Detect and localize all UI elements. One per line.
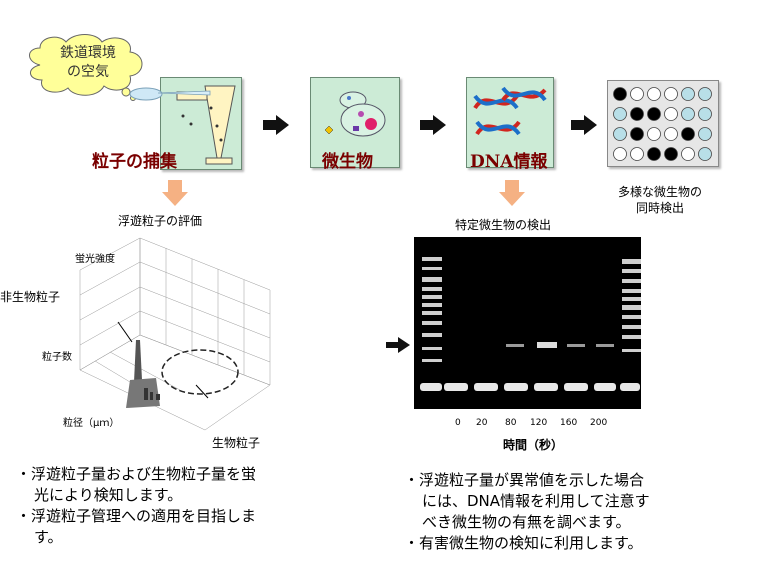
right-panel-title: 特定微生物の検出 (455, 218, 552, 232)
microbe-panel (310, 77, 400, 168)
microbe-cells-icon (324, 91, 386, 137)
bullet-text: 浮遊粒子量および生物粒子量を蛍 (31, 465, 257, 483)
time-tick: 80 (505, 418, 517, 428)
well-white (647, 127, 661, 141)
gel-electrophoresis-image (414, 237, 642, 409)
bullet-text-continued: べき微生物の有無を調べます。 (422, 513, 631, 531)
well-white (664, 87, 678, 101)
well-black (647, 147, 661, 161)
bullet-text-continued: 光により検知します。 (34, 486, 183, 504)
well-white (664, 127, 678, 141)
well-black (613, 87, 627, 101)
bullet-mark: ・ (16, 507, 32, 525)
bullet-text-continued: す。 (34, 528, 63, 546)
bullet-item: ・浮遊粒子管理への適用を目指しま (16, 506, 256, 527)
result-caption: 多様な微生物の 同時検出 (605, 184, 715, 216)
bullet-text-continued: には、DNA情報を利用して注意す (422, 492, 650, 510)
axis-fluorescence-label: 蛍光強度 (75, 254, 115, 265)
air-stream-icon (129, 87, 211, 101)
time-tick: 20 (476, 418, 488, 428)
right-bullet-list: ・浮遊粒子量が異常値を示した場合 には、DNA情報を利用して注意す べき微生物の… (404, 470, 650, 554)
step-dna-label: DNA情報 (470, 152, 548, 172)
bullet-item: ・有害微生物の検知に利用します。 (404, 533, 650, 554)
step-collection-label: 粒子の捕集 (92, 152, 177, 172)
bullet-item: ・浮遊粒子量および生物粒子量を蛍 (16, 464, 256, 485)
down-arrow-icon (499, 180, 525, 206)
time-tick: 0 (455, 418, 461, 428)
well-black (664, 147, 678, 161)
left-panel-title: 浮遊粒子の評価 (118, 214, 203, 228)
axis-count-label: 粒子数 (42, 352, 72, 363)
bullet-mark: ・ (404, 534, 420, 552)
well-plate-panel (607, 80, 719, 167)
well-cyan (613, 107, 627, 121)
well-black (647, 107, 661, 121)
result-caption-line-1: 多様な微生物の (617, 185, 702, 199)
result-caption-line-2: 同時検出 (635, 201, 684, 215)
nonbio-particle-label: 非生物粒子 (0, 290, 61, 304)
bullet-text: 有害微生物の検知に利用します。 (419, 534, 643, 552)
well-plate-grid (613, 87, 712, 161)
axis-size-label: 粒径（μｍ） (63, 418, 120, 429)
time-axis-label: 時間（秒） (503, 438, 564, 452)
time-tick: 200 (590, 418, 608, 428)
left-bullet-list: ・浮遊粒子量および生物粒子量を蛍 光により検知します。 ・浮遊粒子管理への適用を… (16, 464, 256, 548)
well-cyan (698, 107, 712, 121)
well-white (613, 147, 627, 161)
dna-helix-icon (473, 86, 547, 136)
well-cyan (698, 127, 712, 141)
well-cyan (681, 107, 695, 121)
well-white (664, 107, 678, 121)
gel-bands (420, 257, 642, 391)
collector-illustration (176, 85, 236, 165)
well-black (630, 107, 644, 121)
bio-particle-label: 生物粒子 (212, 436, 261, 450)
well-white (630, 87, 644, 101)
well-cyan (613, 127, 627, 141)
particle-3d-histogram (79, 237, 271, 431)
dna-panel (466, 77, 554, 168)
cloud-line-2: の空気 (67, 64, 109, 80)
right-arrow-icon (263, 115, 289, 135)
down-arrow-icon (162, 180, 188, 206)
well-white (681, 147, 695, 161)
step-microbe-label: 微生物 (322, 152, 373, 172)
air-cloud (29, 34, 143, 101)
well-white (647, 87, 661, 101)
bullet-item: ・浮遊粒子量が異常値を示した場合 (404, 470, 650, 491)
well-black (681, 127, 695, 141)
cloud-text: 鉄道環境 の空気 (38, 44, 138, 82)
well-black (630, 127, 644, 141)
well-cyan (681, 87, 695, 101)
well-cyan (698, 147, 712, 161)
time-tick: 120 (530, 418, 548, 428)
well-white (630, 147, 644, 161)
right-arrow-icon (420, 115, 446, 135)
time-tick: 160 (560, 418, 578, 428)
well-cyan (698, 87, 712, 101)
gel-pointer-arrow-icon (386, 337, 410, 353)
bullet-text: 浮遊粒子管理への適用を目指しま (31, 507, 257, 525)
bullet-mark: ・ (16, 465, 32, 483)
bullet-mark: ・ (404, 471, 420, 489)
cloud-line-1: 鉄道環境 (60, 45, 116, 61)
right-arrow-icon (571, 115, 597, 135)
bullet-text: 浮遊粒子量が異常値を示した場合 (419, 471, 645, 489)
